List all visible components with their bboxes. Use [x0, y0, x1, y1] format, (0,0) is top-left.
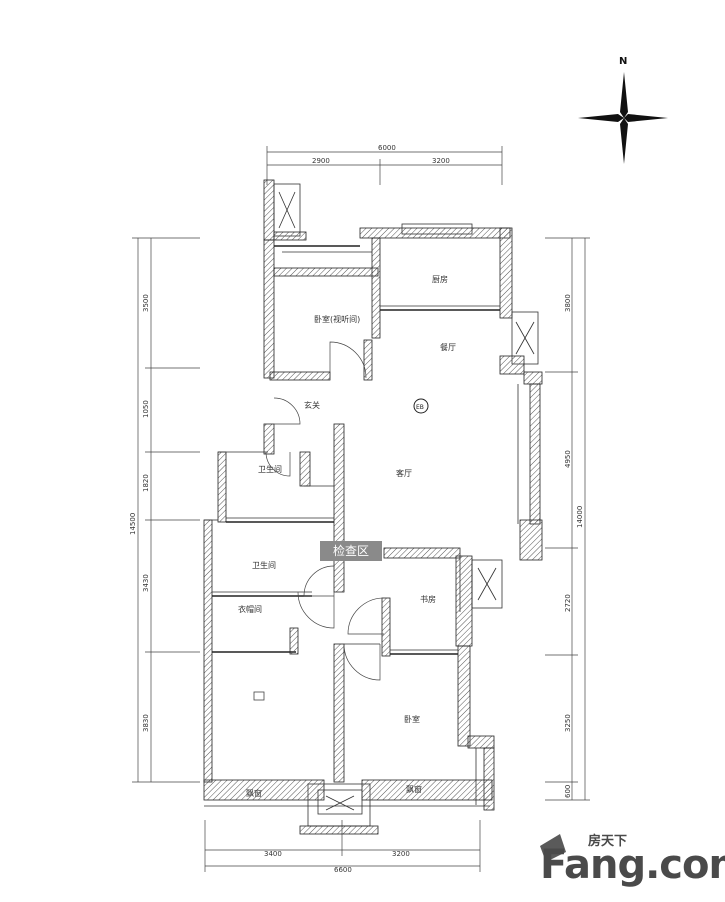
room-master-bedroom: 卧室	[404, 714, 420, 724]
watermark-brand-sub: 房天下	[588, 834, 628, 849]
dim-right-1: 3800	[564, 294, 572, 312]
room-bay-window-2: 飘窗	[406, 784, 422, 794]
room-kitchen: 厨房	[432, 274, 448, 284]
top-dimension-lines	[266, 146, 503, 185]
dim-left-5: 3830	[142, 714, 150, 732]
dim-top-left: 2900	[312, 157, 330, 165]
dim-bottom-total: 6600	[334, 866, 352, 874]
room-dining: 餐厅	[440, 343, 456, 352]
dim-right-total: 14000	[576, 506, 584, 528]
dim-right-2: 4950	[564, 450, 572, 468]
dim-bottom-right: 3200	[392, 850, 410, 858]
outer-walls	[203, 179, 543, 835]
room-entrance: 玄关	[304, 400, 320, 410]
electrical-box-mark: EB	[416, 404, 424, 411]
compass-north-label: N	[619, 56, 627, 67]
dim-left-2: 1050	[142, 400, 150, 418]
dim-right-4: 3250	[564, 714, 572, 732]
dim-right-3: 2720	[564, 594, 572, 612]
dim-left-1: 3500	[142, 294, 150, 312]
room-bathroom-1: 卫生间	[258, 464, 282, 474]
room-study: 书房	[420, 594, 436, 604]
dim-right-5: 600	[564, 785, 572, 798]
interior-walls	[212, 237, 500, 783]
fixture-icon	[253, 691, 265, 701]
watermark-brand-main: Fang.com	[540, 842, 725, 888]
compass-icon	[578, 72, 668, 164]
watermark-logo: 房天下 Fang.com	[532, 828, 725, 892]
room-bedroom-study: 卧室(视听间)	[314, 314, 360, 324]
room-living: 客厅	[396, 468, 412, 478]
fang-logo-icon	[540, 834, 566, 862]
left-dimension-lines	[132, 237, 200, 783]
room-cloakroom: 衣帽间	[238, 604, 262, 614]
dim-bottom-left: 3400	[264, 850, 282, 858]
dim-left-3: 1820	[142, 474, 150, 492]
room-bay-window-1: 飘窗	[246, 788, 262, 798]
electrical-box-icon	[413, 398, 429, 414]
inspection-area-badge: 检查区	[320, 541, 382, 561]
dim-top-right: 3200	[432, 157, 450, 165]
right-dimension-lines	[545, 237, 590, 801]
dim-left-4: 3430	[142, 574, 150, 592]
doors	[265, 341, 385, 681]
room-bathroom-2: 卫生间	[252, 560, 276, 570]
dim-top-total: 6000	[378, 144, 396, 152]
dim-left-total: 14500	[129, 513, 137, 535]
